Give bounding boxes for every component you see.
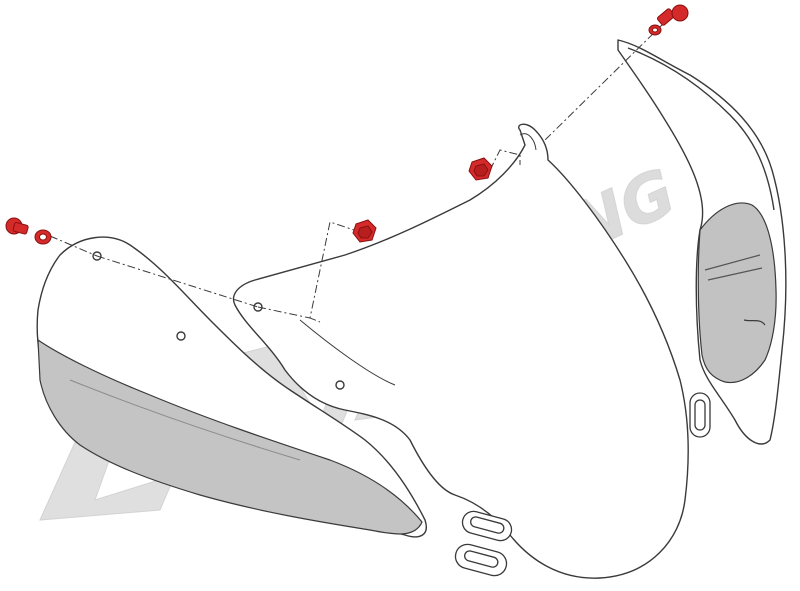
assembly-lines <box>49 21 666 323</box>
leader-top-screw <box>544 21 666 141</box>
right-screen-insert <box>697 202 777 384</box>
leader-center-nut <box>309 221 361 323</box>
leader-hole-link <box>257 306 311 319</box>
grommet-side <box>689 392 711 438</box>
washer-top-icon <box>648 24 662 36</box>
red-screws <box>5 4 689 245</box>
upper-fairing <box>232 123 689 579</box>
nut-upper-icon <box>468 157 493 181</box>
screw-top-icon <box>656 4 689 26</box>
grommet-lower <box>454 543 508 577</box>
washer-left-icon <box>34 229 52 245</box>
nut-center-icon <box>352 219 377 243</box>
left-screen-insert <box>37 338 423 535</box>
screw-left-icon <box>5 217 29 235</box>
red-nuts <box>352 157 493 243</box>
grommet-upper <box>461 510 513 542</box>
leader-left-to-center <box>96 255 259 308</box>
rubber-grommets <box>454 392 711 577</box>
leader-upper-nut <box>489 149 521 171</box>
